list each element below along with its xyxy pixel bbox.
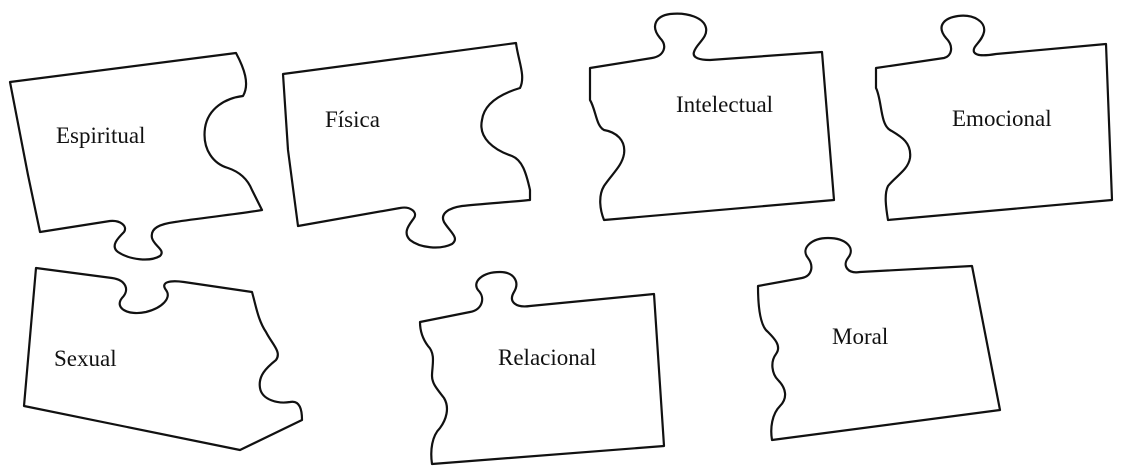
piece-label-espiritual: Espiritual [56,123,145,148]
puzzle-piece-outline [874,14,1114,222]
puzzle-piece-outline [756,236,1002,442]
piece-label-intelectual: Intelectual [676,92,773,117]
puzzle-piece-outline [22,266,304,452]
puzzle-piece-relacional: Relacional [418,270,666,466]
piece-label-moral: Moral [832,324,888,349]
puzzle-piece-outline [281,41,532,249]
puzzle-piece-fisica: Física [281,41,532,249]
puzzle-piece-emocional: Emocional [874,14,1114,222]
puzzle-piece-outline [8,51,264,261]
puzzle-piece-outline [588,12,836,222]
puzzle-piece-intelectual: Intelectual [588,12,836,222]
puzzle-piece-moral: Moral [756,236,1002,442]
puzzle-piece-espiritual: Espiritual [8,51,264,261]
puzzle-piece-sexual: Sexual [22,266,304,452]
piece-label-sexual: Sexual [54,346,117,371]
piece-label-emocional: Emocional [952,106,1052,131]
piece-label-relacional: Relacional [498,345,596,370]
puzzle-piece-outline [418,270,666,466]
piece-label-fisica: Física [325,107,380,132]
